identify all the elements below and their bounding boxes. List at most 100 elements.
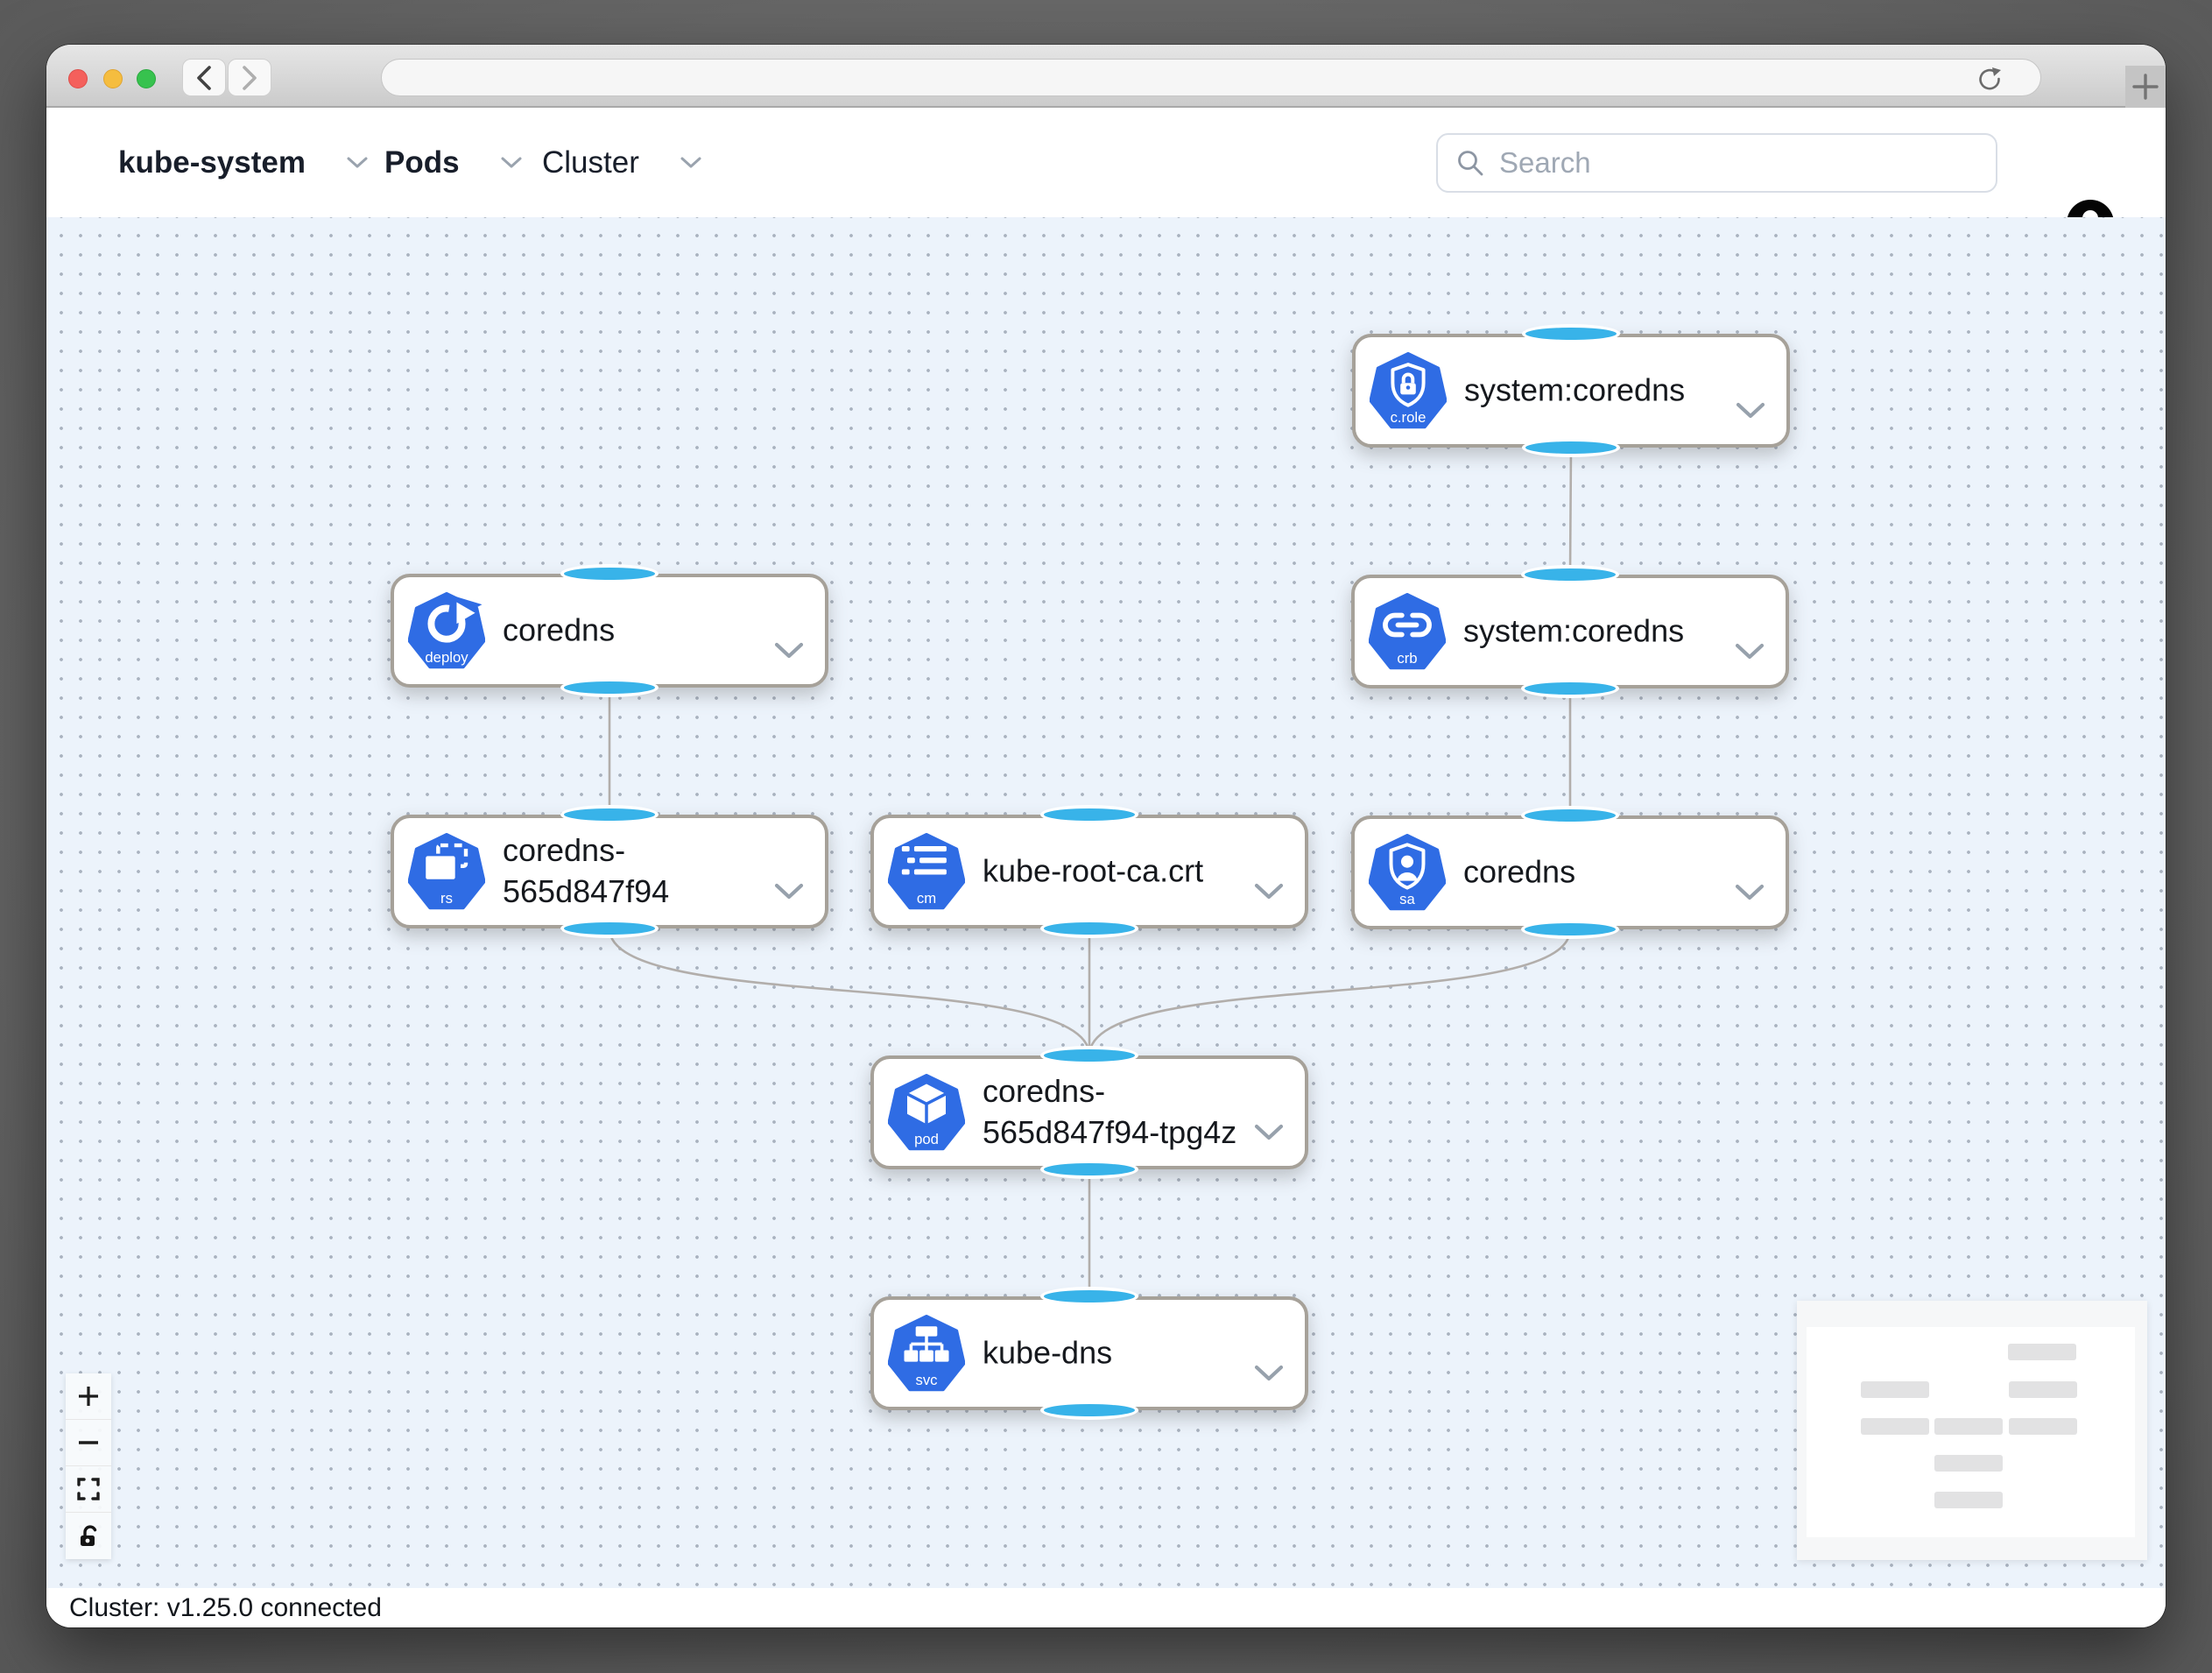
chevron-down-icon[interactable] <box>1254 1124 1284 1141</box>
node-kind-badge: deploy <box>425 649 468 666</box>
zoom-window-button[interactable] <box>137 69 156 88</box>
reload-icon <box>1979 67 2001 90</box>
back-button[interactable] <box>182 59 226 96</box>
minimap-node-serviceaccount <box>2009 1418 2077 1435</box>
back-icon <box>197 65 211 90</box>
minimize-window-button[interactable] <box>103 69 123 88</box>
chevron-down-icon <box>680 157 701 168</box>
node-bottom-port <box>1522 438 1620 457</box>
graph-node-serviceaccount[interactable]: sa coredns <box>1351 806 1789 939</box>
reload-button[interactable] <box>1976 65 2004 97</box>
graph-node-pod[interactable]: pod coredns-565d847f94-tpg4z <box>870 1046 1308 1179</box>
edge-serviceaccount-pod <box>1088 928 1572 1056</box>
node-kind-badge: c.role <box>1391 409 1427 426</box>
chevron-down-icon[interactable] <box>774 883 804 900</box>
node-top-port <box>1522 324 1620 343</box>
minimap[interactable] <box>1797 1301 2147 1560</box>
node-bottom-port <box>560 678 659 697</box>
minimap-node-pod <box>1934 1455 2003 1472</box>
chevron-down-icon[interactable] <box>1735 884 1765 901</box>
graph-canvas[interactable]: c.role system:coredns deploy coredns <box>46 217 2166 1588</box>
fit-view-button[interactable] <box>66 1466 111 1513</box>
resource-dropdown[interactable]: Pods <box>384 108 523 217</box>
configmap-list-icon: cm <box>888 833 965 910</box>
unlock-icon <box>81 1524 97 1546</box>
close-window-button[interactable] <box>68 69 88 88</box>
forward-button[interactable] <box>228 59 271 96</box>
graph-node-service[interactable]: svc kube-dns <box>870 1287 1308 1420</box>
graph-node-deployment[interactable]: deploy coredns <box>391 564 828 697</box>
service-account-shield-person-icon: sa <box>1369 834 1446 911</box>
zoom-out-icon <box>79 1441 98 1444</box>
node-label: system:coredns <box>1464 371 1686 408</box>
node-top-port <box>1040 1046 1138 1065</box>
node-top-port <box>1521 806 1619 825</box>
edge-replicaset-pod <box>608 928 1091 1056</box>
graph-node-clusterrolebinding[interactable]: crb system:coredns <box>1351 565 1789 698</box>
app-toolbar: kube-system Pods Cluster <box>46 108 2166 247</box>
browser-window: kube-system Pods Cluster <box>46 45 2166 1627</box>
chevron-down-icon[interactable] <box>1254 1365 1284 1382</box>
namespace-dropdown[interactable]: kube-system <box>118 108 369 217</box>
graph-edges <box>608 447 1573 1296</box>
minimap-node-replicaset <box>1861 1418 1929 1435</box>
forward-icon <box>243 65 257 90</box>
scope-dropdown[interactable]: Cluster <box>542 108 702 217</box>
zoom-controls <box>66 1373 111 1559</box>
minimap-node-clusterrolebinding <box>2009 1381 2077 1398</box>
chevron-down-icon[interactable] <box>1736 402 1765 420</box>
zoom-in-icon <box>79 1387 98 1406</box>
node-bottom-port <box>1521 679 1619 698</box>
chevron-down-icon[interactable] <box>1254 883 1284 900</box>
new-tab-icon <box>2132 74 2159 100</box>
minimap-node-clusterrole <box>2008 1344 2076 1360</box>
address-bar[interactable] <box>381 59 2041 96</box>
node-top-port <box>1040 805 1138 824</box>
minimap-node-configmap <box>1934 1418 2003 1435</box>
node-label: kube-dns <box>983 1334 1113 1371</box>
service-network-icon: svc <box>888 1315 965 1392</box>
zoom-in-button[interactable] <box>66 1373 111 1420</box>
chevron-down-icon[interactable] <box>1735 643 1765 660</box>
node-bottom-port <box>1040 919 1138 938</box>
chevron-down-icon <box>347 157 368 168</box>
cluster-role-binding-link-icon: crb <box>1369 593 1446 670</box>
node-top-port <box>1040 1287 1138 1306</box>
node-bottom-port <box>1521 920 1619 939</box>
browser-titlebar <box>46 45 2166 108</box>
new-tab-button[interactable] <box>2125 66 2166 108</box>
chevron-down-icon[interactable] <box>774 642 804 660</box>
node-kind-badge: rs <box>440 890 453 907</box>
lock-button[interactable] <box>66 1513 111 1559</box>
cluster-status-text: Cluster: v1.25.0 connected <box>69 1592 382 1622</box>
node-label: coredns <box>1463 853 1576 890</box>
scope-dropdown-label: Cluster <box>542 145 639 180</box>
fit-view-icon <box>77 1478 100 1500</box>
node-label: coredns <box>503 611 616 648</box>
deployment-circular-arrow-icon: deploy <box>408 592 485 669</box>
node-label: coredns-565d847f94 <box>503 832 670 909</box>
search-box[interactable] <box>1436 133 1997 193</box>
node-kind-badge: pod <box>914 1131 939 1147</box>
node-top-port <box>560 805 659 824</box>
cluster-role-shield-lock-icon: c.role <box>1370 352 1447 429</box>
node-label: kube-root-ca.crt <box>983 852 1204 889</box>
minimap-node-deployment <box>1861 1381 1929 1398</box>
node-top-port <box>1521 565 1619 584</box>
resource-dropdown-label: Pods <box>384 145 460 180</box>
node-kind-badge: cm <box>917 890 936 907</box>
node-top-port <box>560 564 659 583</box>
graph-node-replicaset[interactable]: rs coredns-565d847f94 <box>391 805 828 938</box>
search-icon <box>1458 151 1483 176</box>
zoom-out-button[interactable] <box>66 1420 111 1466</box>
graph-node-configmap[interactable]: cm kube-root-ca.crt <box>870 805 1308 938</box>
node-kind-badge: svc <box>915 1372 937 1388</box>
search-input[interactable] <box>1499 146 1955 180</box>
status-bar: Cluster: v1.25.0 connected <box>46 1588 2166 1627</box>
graph-node-clusterrole[interactable]: c.role system:coredns <box>1352 324 1790 457</box>
node-label: system:coredns <box>1463 612 1685 649</box>
node-kind-badge: sa <box>1399 891 1415 907</box>
minimap-node-service <box>1934 1492 2003 1508</box>
pod-cube-icon: pod <box>888 1074 965 1151</box>
node-bottom-port <box>560 919 659 938</box>
